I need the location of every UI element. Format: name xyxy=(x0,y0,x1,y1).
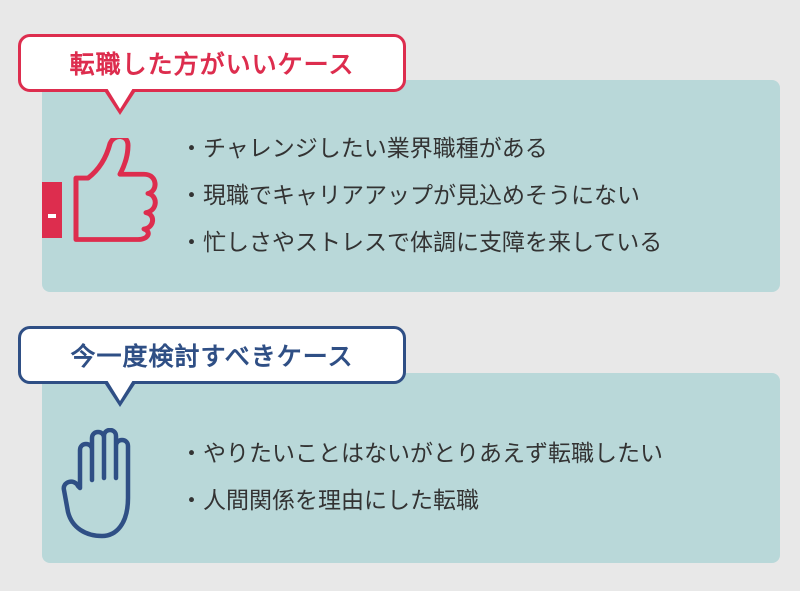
raised-hand-icon xyxy=(61,428,131,539)
reconsider-bubble-tail-fill xyxy=(107,380,133,401)
positive-case-list: チャレンジしたい業界職種がある 現職でキャリアアップが見込めそうにない 忙しさや… xyxy=(180,126,662,267)
thumbs-up-icon xyxy=(42,138,158,242)
positive-case-title: 転職した方がいいケース xyxy=(18,34,406,92)
list-item: 忙しさやストレスで体調に支障を来している xyxy=(180,220,662,267)
reconsider-case-list: やりたいことはないがとりあえず転職したい 人間関係を理由にした転職 xyxy=(180,431,663,525)
list-item: 人間関係を理由にした転職 xyxy=(180,478,663,525)
reconsider-case-title: 今一度検討すべきケース xyxy=(18,326,406,384)
positive-bubble-tail-fill xyxy=(107,88,133,109)
list-item: やりたいことはないがとりあえず転職したい xyxy=(180,431,663,478)
list-item: チャレンジしたい業界職種がある xyxy=(180,126,662,173)
list-item: 現職でキャリアアップが見込めそうにない xyxy=(180,173,662,220)
